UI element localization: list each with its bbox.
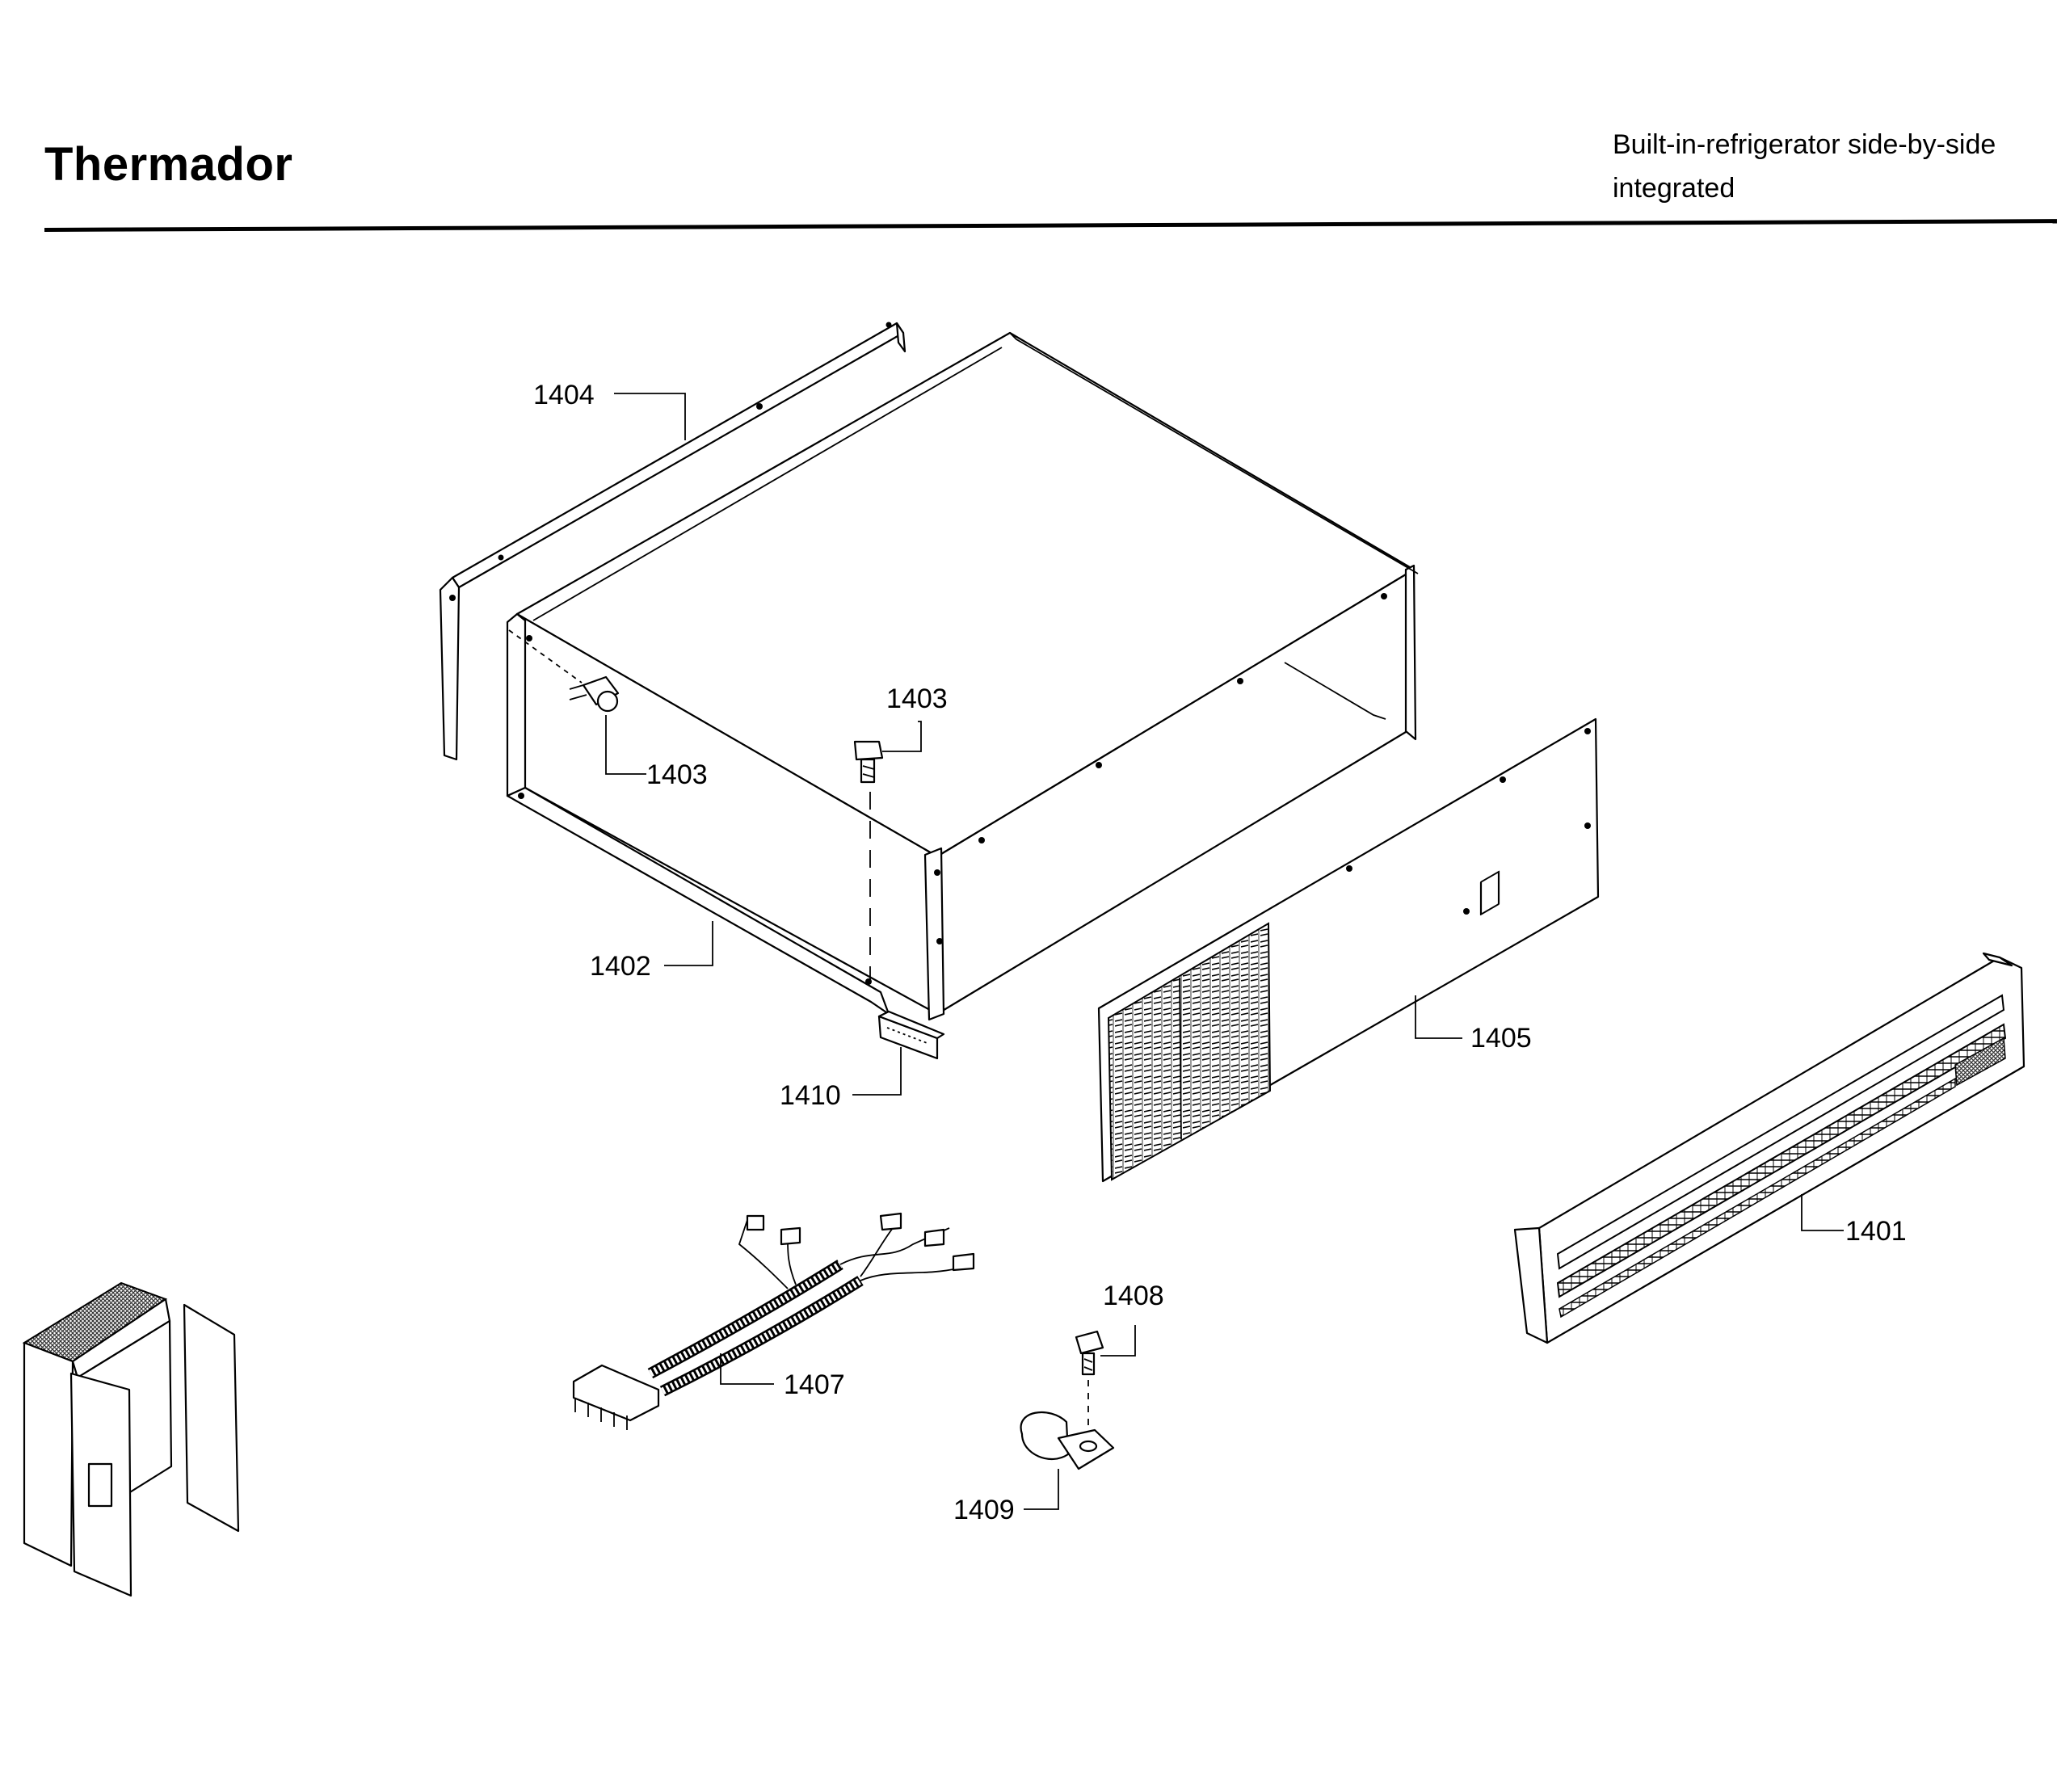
label-1410: 1410 bbox=[780, 1080, 841, 1111]
bracket-1410 bbox=[877, 1010, 945, 1060]
label-1407: 1407 bbox=[784, 1369, 845, 1400]
screw-1403-center bbox=[853, 740, 884, 986]
label-1405: 1405 bbox=[1470, 1023, 1532, 1054]
label-1408: 1408 bbox=[1103, 1281, 1164, 1311]
wire-harness-1407 bbox=[572, 1212, 975, 1430]
cabinet-housing-1402 bbox=[506, 331, 1419, 1021]
rear-rail-1404 bbox=[439, 322, 907, 761]
leader-lines bbox=[605, 393, 1844, 1510]
subtitle-line-2: integrated bbox=[1613, 173, 1735, 204]
label-1404: 1404 bbox=[533, 380, 595, 410]
subtitle-line-1: Built-in-refrigerator side-by-side bbox=[1613, 129, 1996, 160]
label-1401: 1401 bbox=[1845, 1216, 1907, 1247]
screw-1403-left bbox=[508, 629, 620, 713]
kickplate-1401 bbox=[1513, 952, 2025, 1344]
screw-1408 bbox=[1075, 1330, 1104, 1446]
rear-cover-panel-1405 bbox=[1097, 717, 1600, 1183]
cable-clamp-1409 bbox=[1020, 1411, 1115, 1470]
brand-logo: Thermador bbox=[44, 138, 293, 191]
label-1403-left: 1403 bbox=[646, 759, 708, 790]
refrigerator-locator-icon bbox=[22, 1281, 240, 1597]
diagram-subtitle: Built-in-refrigerator side-by-side integ… bbox=[1613, 123, 1996, 210]
label-1409: 1409 bbox=[953, 1495, 1015, 1525]
label-1402: 1402 bbox=[590, 951, 651, 982]
label-1403-center: 1403 bbox=[886, 684, 948, 714]
